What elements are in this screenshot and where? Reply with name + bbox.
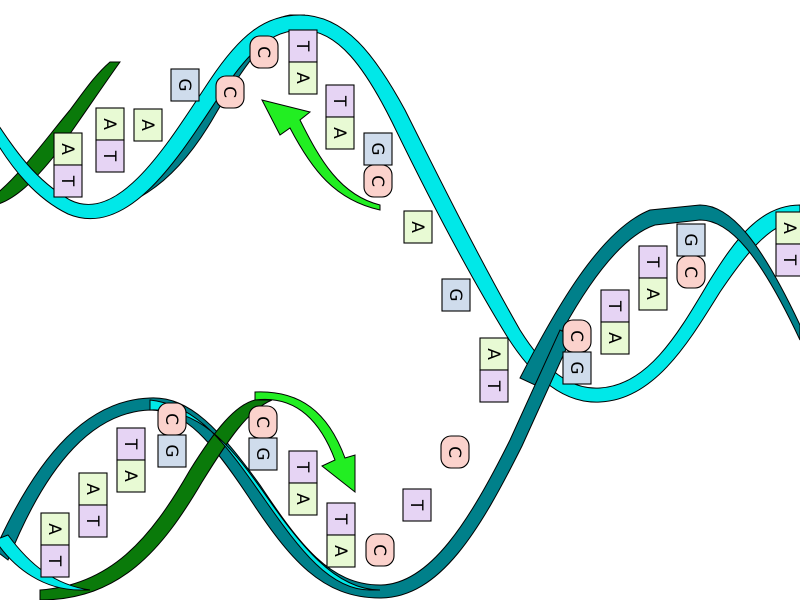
base-letter: T [330, 513, 350, 525]
base-letter: G [680, 233, 700, 246]
lower-helix-bases: A T A T T A C G C G [40, 402, 395, 578]
base: A [133, 108, 163, 142]
base-letter: G [367, 142, 387, 155]
base-letter: T [604, 300, 624, 312]
base-letter: G [174, 78, 194, 91]
loose-base: C [365, 533, 395, 567]
base-letter: C [566, 330, 586, 342]
base-pair: A T [53, 132, 83, 198]
base: G [441, 278, 471, 312]
right-teal-strand [519, 204, 800, 386]
base: T [402, 488, 432, 522]
base-letter: C [367, 175, 387, 187]
base-letter: T [329, 95, 349, 107]
upper-helix-bases: A T A T A G C C T A [53, 29, 393, 198]
base-letter: C [444, 446, 464, 458]
base-letter: G [445, 288, 465, 301]
base-letter: T [406, 499, 426, 511]
base-letter: A [642, 288, 662, 300]
base: C [249, 35, 279, 69]
base-letter: T [99, 150, 119, 162]
base-pair: A T [479, 337, 509, 403]
base-letter: T [292, 461, 312, 473]
base: A [403, 210, 433, 244]
backbone-strands [0, 14, 800, 600]
lower-synthesis-arrow [254, 391, 356, 494]
base-pair: T A [116, 427, 146, 493]
base-letter: C [369, 544, 389, 556]
base-letter: A [44, 523, 64, 535]
base-letter: C [252, 416, 272, 428]
base-letter: A [82, 483, 102, 495]
base-letter: A [330, 545, 350, 557]
base-letter: A [329, 127, 349, 139]
base-pair: A T [40, 512, 70, 578]
base-letter: A [779, 222, 799, 234]
base-letter: T [483, 380, 503, 392]
base-letter: G [566, 361, 586, 374]
base-pair: A T [775, 211, 800, 277]
base-letter: C [253, 46, 273, 58]
upper-synthesis-arrow [261, 99, 381, 211]
base-letter: C [219, 86, 239, 98]
base-letter: A [120, 470, 140, 482]
base-letter: A [604, 332, 624, 344]
base-letter: A [57, 143, 77, 155]
base-pair: T A [600, 289, 630, 355]
fork-unpaired-bases: A G A T C T [402, 210, 509, 522]
base-pair: T A [638, 245, 668, 311]
base-letter: C [161, 413, 181, 425]
base-letter: C [680, 266, 700, 278]
loose-base: G [170, 68, 200, 102]
base: C [440, 435, 470, 469]
base-pair: T A [288, 29, 318, 95]
base-pair: A T [95, 107, 125, 173]
loose-base: C [215, 75, 245, 109]
base-pair: C G [562, 319, 592, 385]
base-letter: A [483, 348, 503, 360]
base-pair: G C [676, 223, 706, 289]
base-letter: A [407, 221, 427, 233]
right-helix-bases: C G T A T A G C A T [562, 211, 800, 385]
base-letter: T [82, 515, 102, 527]
base-letter: A [292, 72, 312, 84]
synthesis-arrows [254, 99, 381, 494]
base-letter: T [292, 40, 312, 52]
cyan-template-strand [0, 14, 800, 403]
base-letter: A [137, 119, 157, 131]
base-letter: A [292, 493, 312, 505]
base-letter: T [642, 256, 662, 268]
base-letter: G [252, 447, 272, 460]
base-letter: T [779, 254, 799, 266]
base-letter: T [44, 555, 64, 567]
base-pair: T A [325, 84, 355, 150]
lower-cyan-strand [0, 399, 381, 591]
base-letter: A [99, 118, 119, 130]
base-pair: C G [248, 405, 278, 471]
base-pair: T A [288, 450, 318, 516]
base-letter: T [57, 175, 77, 187]
base-pair: C G [157, 402, 187, 468]
base-letter: G [161, 444, 181, 457]
base-pair: G C [363, 132, 393, 198]
base-pair: A T [78, 472, 108, 538]
base-pair: T A [326, 502, 356, 568]
base-letter: T [120, 438, 140, 450]
